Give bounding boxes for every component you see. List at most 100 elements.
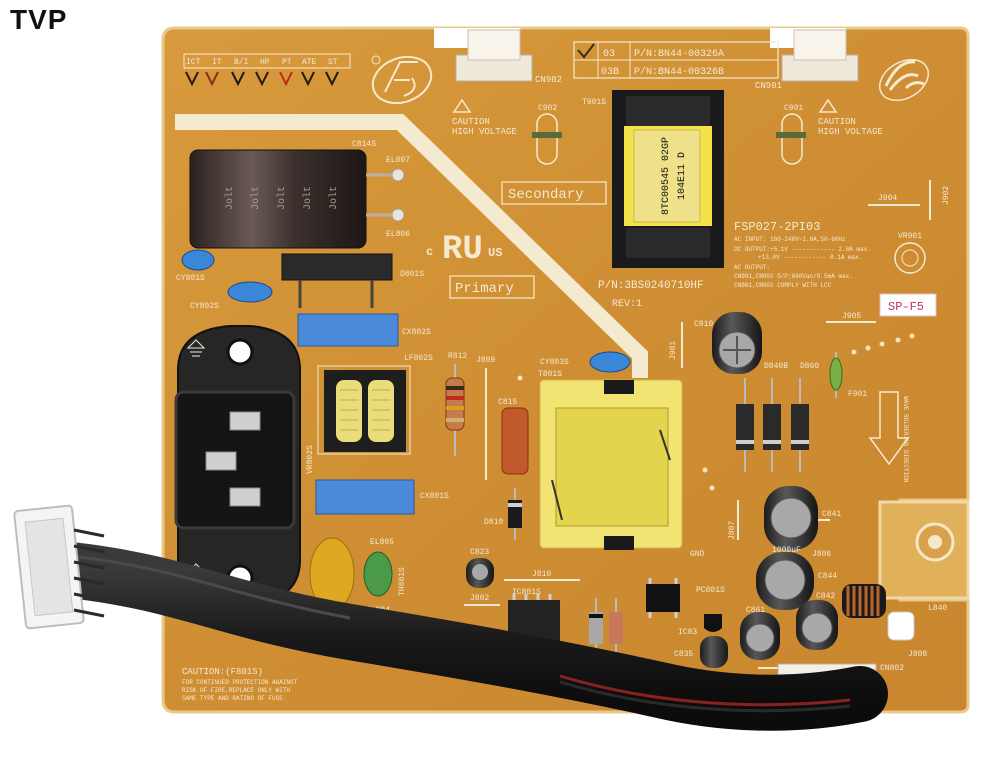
c901-outline: C901 — [776, 104, 806, 165]
ref-cn901: CN901 — [755, 81, 782, 91]
svg-text:T901S: T901S — [582, 98, 606, 107]
svg-text:CX801S: CX801S — [420, 492, 449, 501]
svg-text:C835: C835 — [674, 650, 693, 659]
svg-text:VR901: VR901 — [898, 232, 922, 241]
svg-text:J802: J802 — [470, 594, 489, 603]
solder-direction-arrow: WAVE SOLDERING DIRECTION — [868, 391, 910, 483]
dc-output-1: DC OUTPUT:+5.1V ------------ 2.0A max. — [734, 246, 871, 253]
cap-cy801s: CY801S — [176, 249, 215, 283]
cap-c835: C835 — [674, 636, 728, 668]
ac-inlet — [174, 325, 301, 605]
wire-harness — [13, 504, 888, 731]
transformer-t801s — [539, 379, 683, 550]
svg-text:Primary: Primary — [455, 281, 514, 297]
capacitor-c814s: C814S Jolt Jolt Jolt Jolt Jolt EL807 EL8… — [189, 140, 410, 249]
primary-label: Primary — [449, 275, 535, 299]
transformer-pn: P/N:3BS0240710HF — [598, 280, 704, 292]
svg-text:J806: J806 — [812, 550, 831, 559]
ac-input: AC INPUT: 100-240V~1.0A,50-60Hz — [734, 236, 846, 243]
ac-output: AC OUTPUT: — [734, 264, 770, 271]
svg-text:US: US — [488, 246, 502, 260]
svg-text:WAVE SOLDERING DIRECTION: WAVE SOLDERING DIRECTION — [902, 396, 909, 483]
svg-text:C861: C861 — [746, 606, 765, 615]
svg-text:C910: C910 — [694, 320, 713, 329]
ic-ic831: IC83 — [678, 614, 722, 637]
svg-text:1000uF: 1000uF — [772, 546, 801, 555]
optocoupler-pc801s: PC801S GND — [646, 550, 725, 618]
svg-text:CAUTION: CAUTION — [452, 117, 490, 127]
svg-text:Jolt: Jolt — [276, 186, 288, 210]
svg-text:C841: C841 — [822, 510, 841, 519]
part-number-table: 03 P/N:BN44-00326A 03B P/N:BN44-00326B — [573, 41, 779, 79]
transformer-text-2: 104E11 D — [677, 152, 688, 200]
brand-logo — [879, 58, 929, 102]
svg-text:EL807: EL807 — [386, 156, 410, 165]
line-filter-lf802s: LF802S — [317, 354, 433, 455]
connector-cn901: CN901 — [755, 29, 859, 91]
diode-d810: D810 — [484, 488, 522, 540]
test-label-bi: B/I — [234, 58, 248, 67]
svg-text:J808: J808 — [908, 650, 927, 659]
svg-text:SP-F5: SP-F5 — [888, 300, 924, 314]
svg-text:GND: GND — [690, 550, 705, 559]
svg-text:RISK OF FIRE,REPLACE ONLY WITH: RISK OF FIRE,REPLACE ONLY WITH — [182, 687, 290, 694]
svg-text:D801S: D801S — [400, 270, 424, 279]
svg-text:IC801S: IC801S — [512, 588, 541, 597]
svg-text:J902: J902 — [942, 186, 951, 205]
svg-text:IC83: IC83 — [678, 628, 697, 637]
cn-spec-2: CN901,CN902 COMPLY WITH LCC — [734, 282, 832, 289]
cap-c841: 1000uF C841 — [764, 486, 841, 555]
svg-text:LF802S: LF802S — [404, 354, 433, 363]
cap-c844: C844 — [756, 552, 837, 610]
vr901: VR901 — [894, 232, 926, 274]
rev-label: REV:1 — [612, 299, 642, 310]
svg-text:C844: C844 — [818, 572, 837, 581]
ul-mark: c RU US — [426, 231, 502, 269]
ref-vr802s: VR802S — [306, 445, 315, 474]
caution-hv-right: CAUTION HIGH VOLTAGE — [818, 98, 883, 137]
cap-cy803s: CY803S — [540, 351, 631, 373]
svg-text:Jolt: Jolt — [328, 186, 340, 210]
fuse-caution: CAUTION:(F801S) FOR CONTINUED PROTECTION… — [182, 667, 298, 702]
test-label-row: ICT IT B/I HP PT ATE ST — [183, 53, 351, 87]
svg-text:D860: D860 — [800, 362, 819, 371]
svg-text:CY802S: CY802S — [190, 302, 219, 311]
svg-text:CX802S: CX802S — [402, 328, 431, 337]
svg-text:FOR CONTINUED PROTECTION AGAIN: FOR CONTINUED PROTECTION AGAINST — [182, 679, 298, 686]
transformer-text-1: 8TC00545 02GP — [661, 137, 672, 215]
cn-spec-1: CN901,CN902 O/P:860Vac/8.5mA max. — [734, 273, 853, 280]
cap-c861: C861 — [740, 606, 780, 660]
secondary-label: Secondary — [501, 181, 607, 205]
svg-text:TH801S: TH801S — [398, 567, 407, 596]
svg-text:J807: J807 — [728, 521, 737, 540]
svg-text:J905: J905 — [842, 312, 861, 321]
svg-text:EL805: EL805 — [370, 538, 394, 547]
svg-text:Jolt: Jolt — [224, 186, 236, 210]
svg-text:HIGH VOLTAGE: HIGH VOLTAGE — [452, 127, 517, 137]
svg-text:J810: J810 — [532, 570, 551, 579]
svg-text:D840B: D840B — [764, 362, 788, 371]
cap-c815: C815 — [498, 398, 529, 475]
svg-text:c: c — [426, 245, 433, 259]
svg-text:EL806: EL806 — [386, 230, 410, 239]
svg-text:SAME TYPE AND RATING OF FUSE.: SAME TYPE AND RATING OF FUSE. — [182, 695, 286, 702]
dc-output-2: +13.0V ------------ 0.1A max. — [758, 254, 862, 261]
cap-cx802s: CX802S — [297, 313, 431, 347]
test-label-ate: ATE — [302, 58, 317, 67]
svg-text:J904: J904 — [878, 194, 897, 203]
svg-text:C901: C901 — [784, 104, 803, 113]
svg-text:Jolt: Jolt — [302, 186, 314, 210]
svg-text:R812: R812 — [448, 352, 467, 361]
fuse-f901: F901 — [829, 352, 867, 399]
svg-text:CN802: CN802 — [880, 664, 904, 673]
fsp-logo — [371, 55, 433, 105]
transformer-t901s: T901S 8TC00545 02GP 104E11 D — [582, 90, 724, 268]
svg-text:D810: D810 — [484, 518, 503, 527]
connector-cn902: CN902 — [455, 29, 562, 85]
cap-cy802s: CY802S — [190, 281, 273, 311]
svg-text:Jolt: Jolt — [250, 186, 262, 210]
test-label-pt: PT — [282, 58, 292, 67]
svg-text:CAUTION: CAUTION — [818, 117, 856, 127]
svg-text:C902: C902 — [538, 104, 557, 113]
